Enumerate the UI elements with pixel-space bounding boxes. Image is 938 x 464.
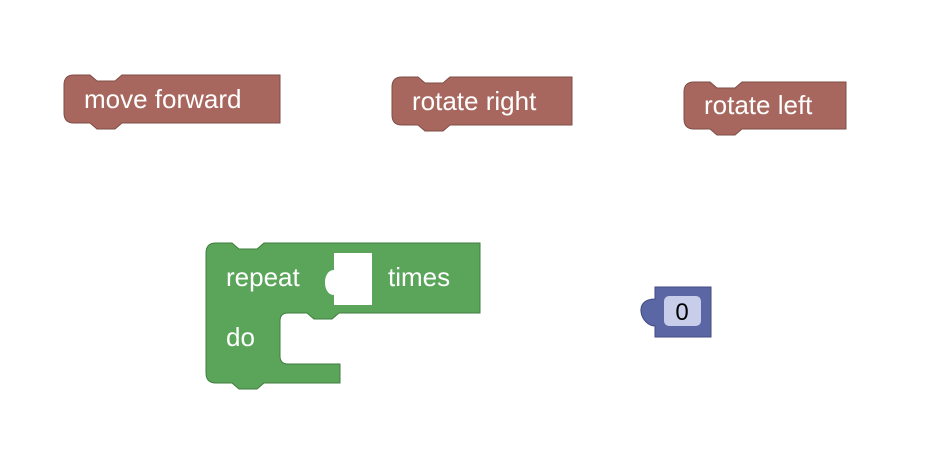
number-block[interactable]: 0 (640, 286, 712, 338)
repeat-count-input-socket[interactable] (325, 253, 372, 305)
rotate-right-label: rotate right (412, 86, 537, 116)
repeat-do-label: do (226, 322, 255, 352)
number-field[interactable] (664, 296, 701, 326)
rotate-left-label: rotate left (704, 90, 813, 120)
number-value: 0 (675, 299, 688, 326)
repeat-times-label: times (388, 262, 450, 292)
move-forward-label: move forward (84, 84, 242, 114)
rotate-right-block[interactable]: rotate right (391, 76, 573, 132)
repeat-label: repeat (226, 262, 300, 292)
rotate-left-block[interactable]: rotate left (683, 81, 847, 136)
repeat-block[interactable]: repeat times do (205, 242, 481, 390)
move-forward-block[interactable]: move forward (63, 74, 281, 130)
